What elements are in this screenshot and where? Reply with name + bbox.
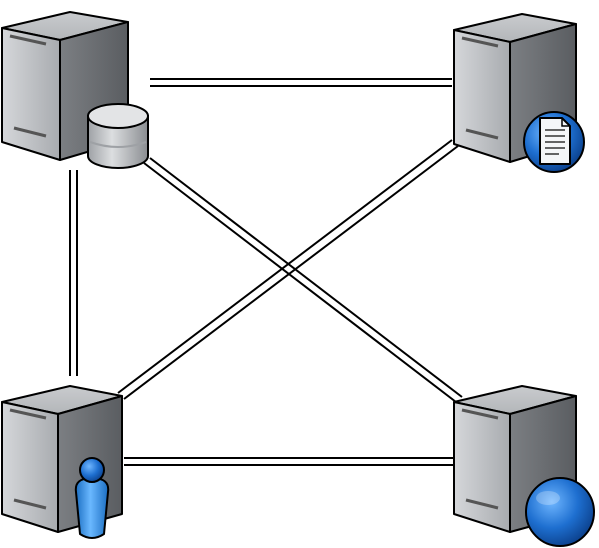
globe-icon [525,477,595,547]
database-cylinder-icon [87,103,149,169]
user-person-icon [74,457,110,539]
links-layer [69,78,463,466]
doc-server [453,13,585,173]
link-user-to-web [124,457,454,466]
link-db-to-web [143,157,463,403]
link-db-to-user [69,170,78,376]
web-server [453,385,595,547]
document-globe-icon [523,111,585,173]
link-db-to-doc [150,78,452,87]
db-server [1,11,149,169]
link-doc-to-user [117,139,459,400]
document-icon [539,117,571,165]
user-server [1,385,123,539]
